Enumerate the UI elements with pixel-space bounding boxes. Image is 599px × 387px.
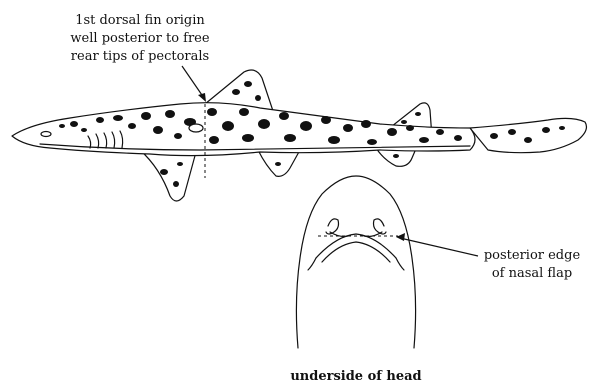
nasal-note-line-2: of nasal flap [492,266,572,281]
nasal-note-line-1: posterior edge [484,248,581,263]
left-nostril [326,219,339,234]
nasal-note-arrowhead [396,233,405,241]
dorsal-note-line-3: rear tips of pectorals [71,49,209,64]
dorsal-note-line-2: well posterior to free [70,31,209,46]
head-underside-view [296,176,415,348]
mouth-inner [322,242,390,262]
shark-lateral-view [12,70,586,201]
mouth-outer [316,234,396,258]
nasal-flap-annotation: posterior edge of nasal flap [396,233,580,281]
dorsal-note-arrow-line [182,66,204,98]
shark-eye [41,132,51,137]
caudal-fin [470,118,586,152]
labial-furrow-right [396,258,404,270]
dorsal-fin-annotation: 1st dorsal fin origin well posterior to … [70,13,209,102]
pectoral-fin [140,150,196,201]
labial-furrow-left [308,258,316,270]
dorsal-note-arrowhead [198,93,206,102]
right-nostril [374,219,387,234]
figure-caption: underside of head [290,369,421,384]
dorsal-note-line-1: 1st dorsal fin origin [75,13,205,28]
